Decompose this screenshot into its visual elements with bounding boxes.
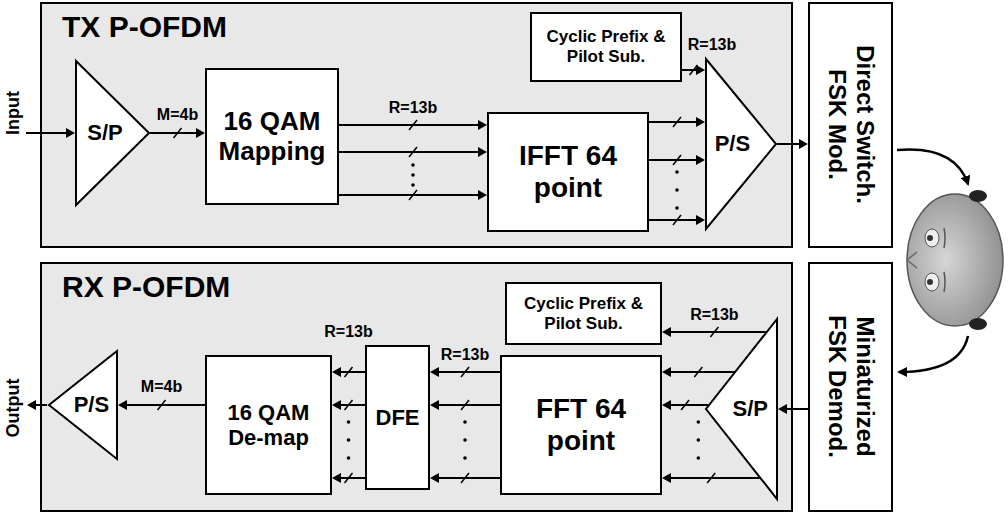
arrow-head: [332, 367, 341, 377]
signal-bus: [339, 120, 487, 200]
input-arrow: [26, 128, 75, 138]
block-label: Cyclic Prefix & Pilot Sub.: [536, 27, 676, 66]
block-label: FFT 64 point: [506, 393, 656, 457]
arrow-head: [662, 367, 671, 377]
arrow-head: [332, 400, 341, 410]
arrow-head: [430, 400, 439, 410]
process-box: DFE: [365, 345, 430, 490]
signal-bus: [662, 327, 767, 337]
bus-width-label: M=4b: [140, 378, 183, 396]
block-label: 16 QAM De-map: [211, 400, 326, 451]
signal-bus: [118, 400, 205, 410]
process-box: Cyclic Prefix & Pilot Sub.: [530, 12, 682, 82]
output-arrow: [27, 400, 47, 410]
block-label: DFE: [376, 405, 420, 430]
signal-bus: [778, 404, 808, 414]
block-label: S/P: [733, 396, 768, 421]
block-label: 16 QAM Mapping: [211, 107, 333, 167]
block-label: P/S: [715, 131, 750, 156]
block-label: S/P: [87, 120, 122, 145]
panel-title: RX P-OFDM: [62, 270, 230, 305]
bus-width-label: M=4b: [156, 106, 199, 124]
modulator-box: Miniaturized FSK Demod.: [808, 262, 893, 512]
arrow-head: [478, 190, 487, 200]
head-illustration: [907, 190, 1003, 330]
block-panel: TX P-OFDM S/P 16 QAM Mapping Cyclic Prefix …: [40, 2, 793, 248]
process-box: FFT 64 point: [500, 355, 662, 495]
converter-triangle: S/P: [705, 318, 778, 500]
arrow-head: [332, 473, 341, 483]
process-box: Cyclic Prefix & Pilot Sub.: [505, 282, 662, 345]
bus-width-label: R=13b: [687, 36, 737, 54]
signal-name: Input: [4, 91, 22, 135]
modulator-box: Direct Switch. FSK Mod.: [808, 2, 893, 248]
wireless-link-arrow: [897, 149, 968, 372]
bus-width-label: R=13b: [388, 99, 438, 117]
panel-title: TX P-OFDM: [62, 10, 227, 45]
converter-triangle: S/P: [75, 60, 150, 206]
arrow-head: [696, 65, 705, 75]
arrow-head: [478, 147, 487, 157]
bus-width-label: R=13b: [440, 346, 490, 364]
arrow-head: [430, 473, 439, 483]
arrow-head: [696, 155, 705, 165]
signal-bus: [150, 128, 205, 138]
arrow-head: [696, 215, 705, 225]
signal-name: Output: [4, 379, 22, 438]
process-box: 16 QAM De-map: [205, 355, 332, 495]
process-box: IFFT 64 point: [487, 112, 649, 232]
signal-bus: [662, 367, 760, 483]
converter-triangle: P/S: [48, 350, 118, 460]
block-label: Direct Switch. FSK Mod.: [823, 34, 878, 216]
arrow-head: [478, 120, 487, 130]
arrow-head: [118, 400, 127, 410]
block-panel: RX P-OFDM Cyclic Prefix & Pilot Sub. S/P FF…: [40, 262, 793, 512]
block-label: P/S: [74, 392, 109, 417]
block-label: Cyclic Prefix & Pilot Sub.: [511, 294, 656, 333]
signal-bus: [430, 367, 500, 483]
arrow-head: [799, 139, 808, 149]
signal-bus: [332, 367, 365, 483]
signal-bus: [777, 139, 808, 149]
arrow-head: [778, 404, 787, 414]
block-label: IFFT 64 point: [493, 140, 643, 204]
signal-bus: [649, 117, 705, 225]
bus-width-label: R=13b: [323, 323, 373, 341]
converter-triangle: P/S: [705, 58, 777, 230]
arrow-head: [662, 327, 671, 337]
arrow-head: [662, 400, 671, 410]
bus-width-label: R=13b: [689, 306, 739, 324]
block-label: Miniaturized FSK Demod.: [823, 296, 878, 478]
arrow-head: [430, 367, 439, 377]
arrow-head: [696, 117, 705, 127]
arrow-head: [662, 473, 671, 483]
arrow-head: [196, 128, 205, 138]
process-box: 16 QAM Mapping: [205, 68, 339, 205]
signal-bus: [682, 65, 705, 75]
